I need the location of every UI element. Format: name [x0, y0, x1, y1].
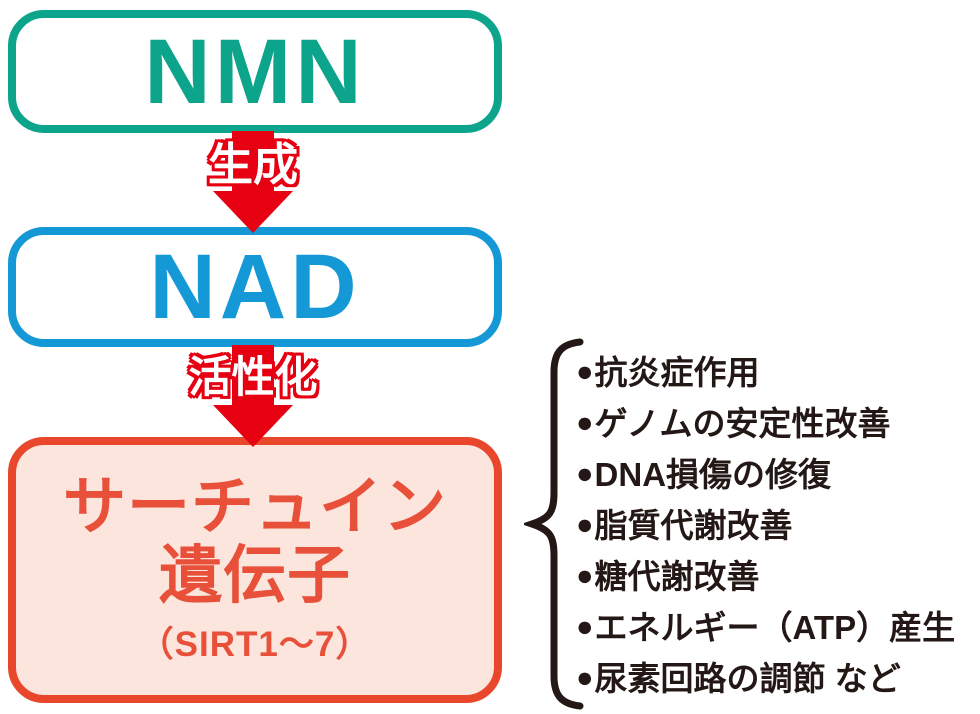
benefit-item: ●エネルギー（ATP）産生	[576, 602, 978, 653]
bullet-icon: ●	[576, 509, 594, 541]
benefits-list: ●抗炎症作用 ●ゲノムの安定性改善 ●DNA損傷の修復 ●脂質代謝改善 ●糖代謝…	[576, 347, 978, 704]
bullet-icon: ●	[576, 560, 594, 592]
benefit-item: ●糖代謝改善	[576, 551, 978, 602]
benefit-text: 脂質代謝改善	[594, 507, 793, 544]
nmn-box: NMN	[8, 10, 502, 133]
nmn-label: NMN	[144, 20, 366, 123]
benefit-item: ●DNA損傷の修復	[576, 449, 978, 500]
benefit-text: ゲノムの安定性改善	[594, 405, 891, 442]
down-arrow-icon	[213, 345, 293, 447]
nad-label: NAD	[149, 236, 361, 338]
benefit-text: エネルギー（ATP）産生	[594, 609, 956, 646]
arrow-label-generation: 生成	[207, 139, 298, 190]
bullet-icon: ●	[576, 458, 594, 490]
sirtuin-title-line1: サーチュイン	[63, 472, 447, 543]
benefit-text: 尿素回路の調節 など	[594, 660, 901, 697]
benefit-text: 抗炎症作用	[594, 354, 760, 391]
down-arrow-icon	[213, 131, 293, 233]
nad-box: NAD	[8, 227, 502, 347]
benefit-item: ●脂質代謝改善	[576, 500, 978, 551]
benefit-text: DNA損傷の修復	[594, 456, 832, 493]
benefit-item: ●ゲノムの安定性改善	[576, 398, 978, 449]
bullet-icon: ●	[576, 611, 594, 643]
benefit-item: ●抗炎症作用	[576, 347, 978, 398]
sirtuin-subtitle: （SIRT1～7）	[138, 624, 372, 664]
arrow-label-activation: 活性化	[188, 354, 318, 402]
benefit-item: ●尿素回路の調節 など	[576, 653, 978, 704]
bullet-icon: ●	[576, 356, 594, 388]
benefit-text: 糖代謝改善	[594, 558, 760, 595]
curly-brace-icon	[524, 338, 584, 710]
sirtuin-title-line2: 遺伝子	[159, 540, 351, 611]
bullet-icon: ●	[576, 662, 594, 694]
bullet-icon: ●	[576, 407, 594, 439]
sirtuin-gene-box: サーチュイン 遺伝子 （SIRT1～7）	[8, 437, 502, 703]
